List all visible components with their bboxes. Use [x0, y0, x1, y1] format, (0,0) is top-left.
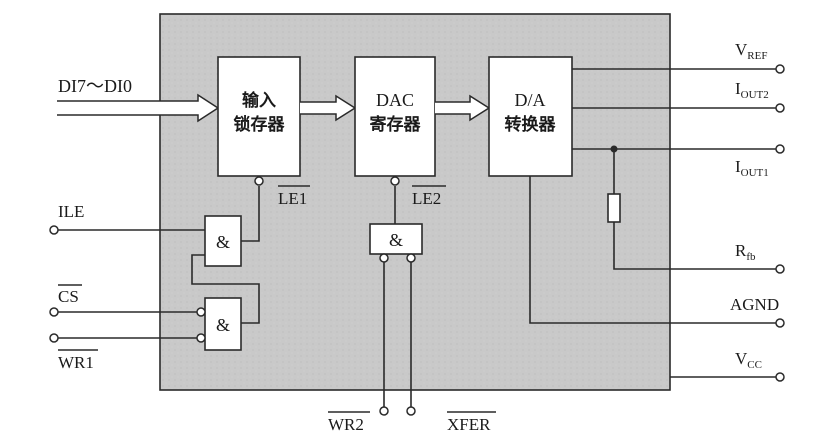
wr2-pin	[379, 406, 389, 416]
xfer-label: XFER	[447, 415, 491, 434]
input-bus-label: DI7～DI0	[58, 76, 132, 96]
le1-wire	[240, 186, 260, 242]
iout2-label: IOUT2	[735, 79, 769, 101]
and-gate-top	[204, 215, 242, 267]
le2-label: LE2	[412, 189, 441, 208]
ile-pin	[49, 225, 59, 235]
wr2-label: WR2	[328, 415, 364, 434]
gate-link-wire	[191, 254, 260, 324]
and-gate-mid-symbol: &	[389, 230, 403, 250]
iout1-label: IOUT1	[735, 157, 769, 179]
xfer-bubble	[406, 253, 416, 263]
vref-pin	[775, 64, 785, 74]
agnd-label: AGND	[730, 295, 779, 314]
cs-label: CS	[58, 287, 79, 306]
da-converter-block	[488, 56, 573, 177]
and-gate-mid	[369, 223, 423, 255]
le1-bubble	[254, 176, 264, 186]
agnd-wire	[529, 176, 776, 324]
wr1-bubble	[196, 333, 206, 343]
da-converter-label-1: D/A	[515, 90, 546, 110]
wr1-label: WR1	[58, 353, 94, 372]
vref-label: VREF	[735, 40, 767, 62]
input-latch-block	[217, 56, 301, 177]
xfer-pin	[406, 406, 416, 416]
cs-pin	[49, 307, 59, 317]
input-latch-label-1: 输入	[242, 90, 276, 111]
rfb-label: Rfb	[735, 241, 756, 263]
and-gate-top-symbol: &	[216, 232, 230, 252]
iout1-pin	[775, 144, 785, 154]
iout2-pin	[775, 103, 785, 113]
le2-bubble	[390, 176, 400, 186]
rfb-wire-bottom	[613, 222, 776, 270]
vcc-pin	[775, 372, 785, 382]
dac-register-label-2: 寄存器	[370, 114, 422, 135]
and-gate-bottom-symbol: &	[216, 315, 230, 335]
and-gate-bottom	[204, 297, 242, 351]
dac-register-block	[354, 56, 436, 177]
input-latch-label-2: 锁存器	[234, 114, 286, 135]
wr1-pin	[49, 333, 59, 343]
vcc-label: VCC	[735, 349, 762, 371]
agnd-pin	[775, 318, 785, 328]
ile-label: ILE	[58, 202, 84, 221]
rfb-pin	[775, 264, 785, 274]
rfb-resistor	[607, 193, 621, 223]
da-converter-label-2: 转换器	[505, 114, 557, 135]
cs-bubble	[196, 307, 206, 317]
le1-label: LE1	[278, 189, 307, 208]
wr2-bubble	[379, 253, 389, 263]
dac-register-label-1: DAC	[376, 90, 414, 110]
